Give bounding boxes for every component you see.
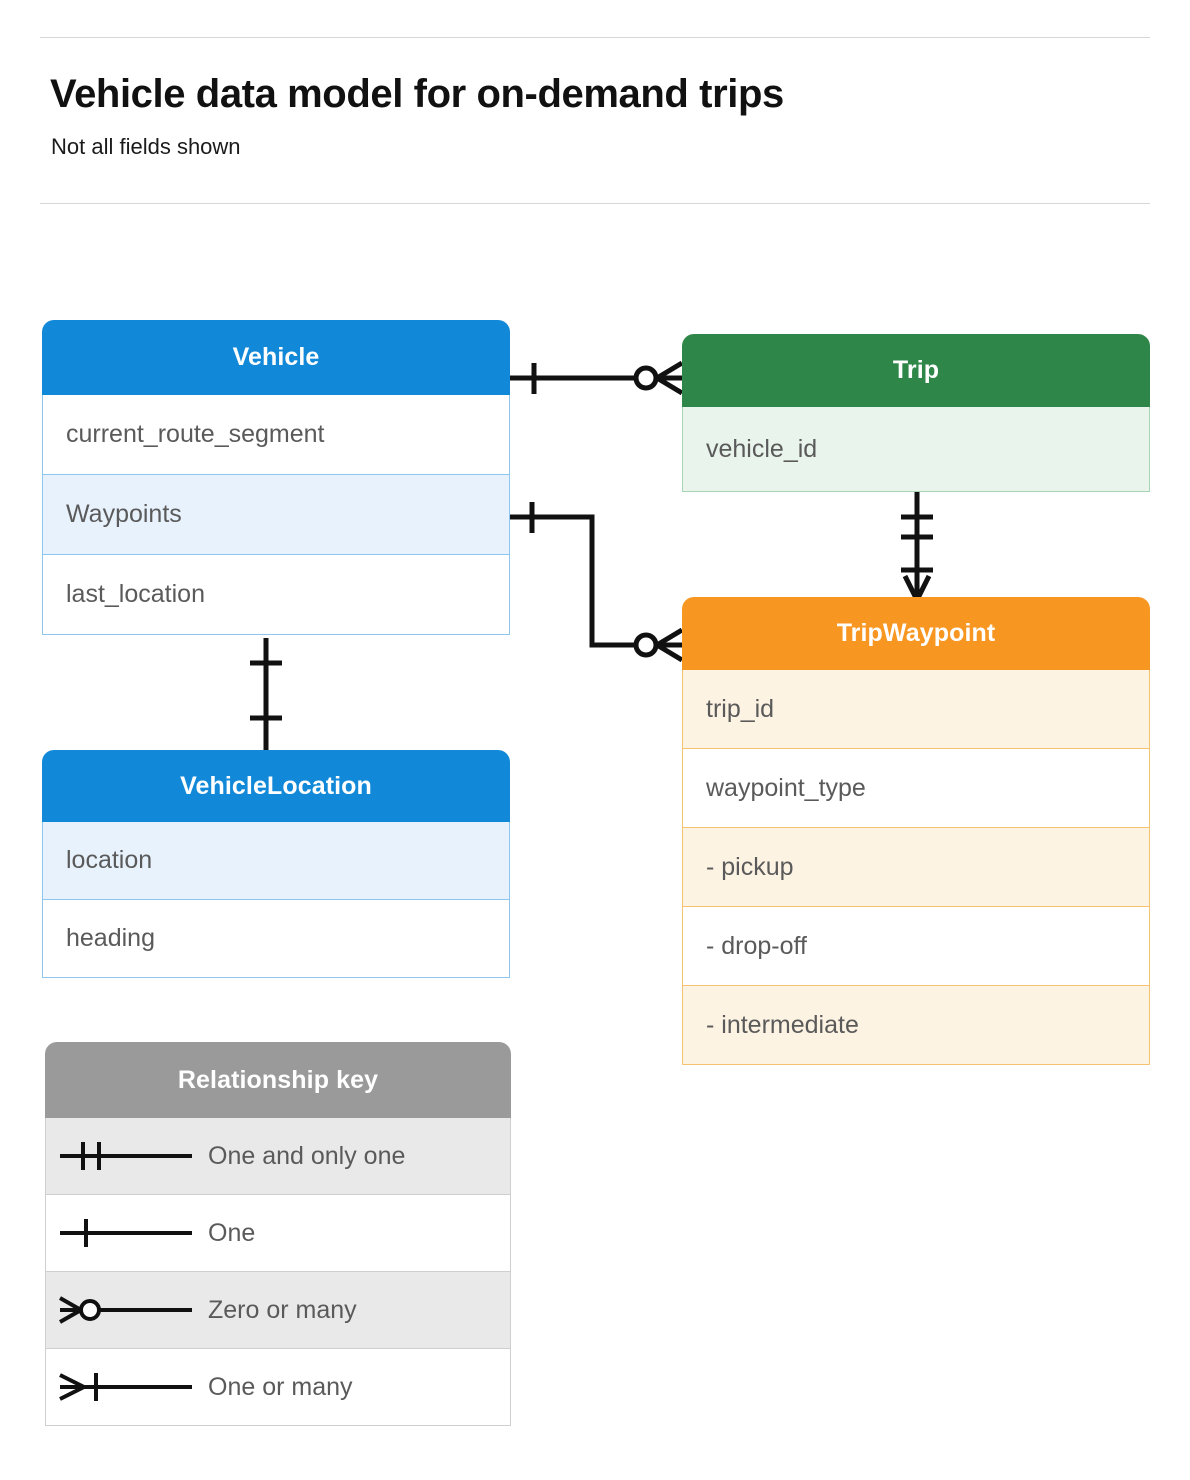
field-row[interactable]: location [42,822,510,900]
field-row[interactable]: - pickup [682,828,1150,907]
legend-row-one-and-only-one: One and only one [45,1118,511,1195]
entity-tripwaypoint-title: TripWaypoint [682,597,1150,670]
entity-trip-title: Trip [682,334,1150,407]
field-row[interactable]: vehicle_id [682,407,1150,492]
field-row[interactable]: - intermediate [682,986,1150,1065]
legend-title: Relationship key [45,1042,511,1118]
entity-vehicle-fields: current_route_segment Waypoints last_loc… [42,395,510,635]
one-and-only-one-symbol [46,1136,208,1176]
field-row[interactable]: - drop-off [682,907,1150,986]
field-row[interactable]: waypoint_type [682,749,1150,828]
entity-vehiclelocation[interactable]: VehicleLocation location heading [42,750,510,978]
legend-row-zero-or-many: Zero or many [45,1272,511,1349]
connector-vehicle-trip-crow-upper [655,360,684,381]
entity-tripwaypoint[interactable]: TripWaypoint trip_id waypoint_type - pic… [682,597,1150,1065]
legend-label: Zero or many [208,1295,357,1324]
legend-row-one: One [45,1195,511,1272]
field-row[interactable]: current_route_segment [42,395,510,475]
field-row[interactable]: Waypoints [42,475,510,555]
field-row[interactable]: trip_id [682,670,1150,749]
connector-vehicle-trip-zero-circle [633,365,659,391]
field-row[interactable]: last_location [42,555,510,635]
header-divider-top [40,37,1150,38]
page-title: Vehicle data model for on-demand trips [50,72,784,116]
connector-vehicle-trip-crow-lower [655,375,684,396]
entity-trip-fields: vehicle_id [682,407,1150,492]
entity-vehiclelocation-fields: location heading [42,822,510,978]
legend-label: One and only one [208,1141,406,1170]
connector-waypoints-tripwaypoint-path [505,514,682,648]
connector-waypoints-crow-lower [655,642,684,663]
relationship-key-legend: Relationship key One and only one One [45,1042,511,1426]
legend-row-one-or-many: One or many [45,1349,511,1426]
field-row[interactable]: heading [42,900,510,978]
entity-vehicle-title: Vehicle [42,320,510,395]
entity-vehicle[interactable]: Vehicle current_route_segment Waypoints … [42,320,510,635]
page-subtitle: Not all fields shown [51,134,241,159]
entity-trip[interactable]: Trip vehicle_id [682,334,1150,492]
zero-or-many-symbol [46,1290,208,1330]
header-divider-bottom [40,203,1150,204]
one-symbol [46,1213,208,1253]
legend-label: One or many [208,1372,353,1401]
one-or-many-symbol [46,1367,208,1407]
entity-vehiclelocation-title: VehicleLocation [42,750,510,822]
entity-tripwaypoint-fields: trip_id waypoint_type - pickup - drop-of… [682,670,1150,1065]
legend-label: One [208,1218,256,1247]
connector-waypoints-zero-circle [633,632,659,658]
connector-waypoints-crow-upper [655,627,684,648]
